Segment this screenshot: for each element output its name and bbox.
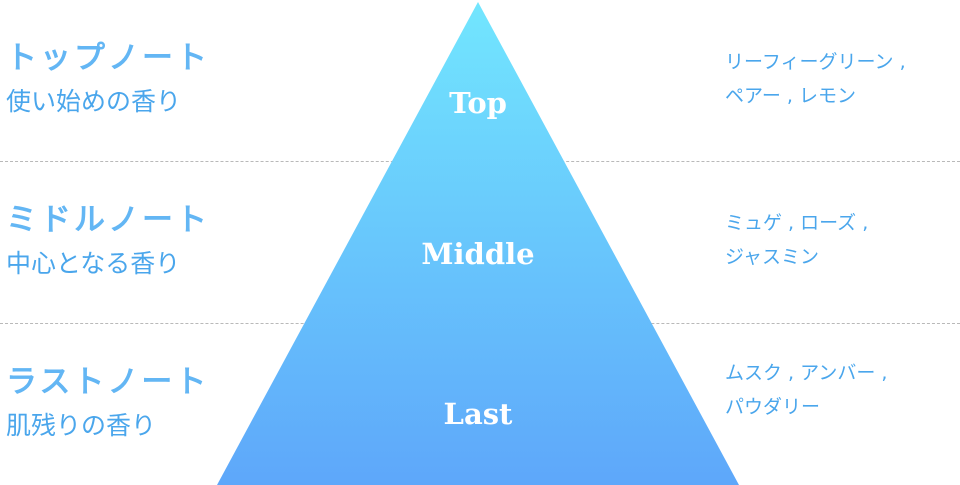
last-note-examples: ムスク , アンバー , パウダリー [725, 356, 957, 424]
pyramid-tier-middle: Middle [421, 237, 535, 271]
last-note-title: ラストノート [6, 364, 210, 400]
middle-note-subtitle: 中心となる香り [6, 249, 181, 278]
pyramid-tier-top: Top [449, 86, 507, 120]
last-note-label: ラストノート 肌残りの香り [6, 362, 209, 443]
top-note-label: トップノート 使い始めの香り [6, 38, 210, 119]
pyramid-tier-last: Last [443, 397, 513, 431]
top-note-examples: リーフィーグリーン , ペアー , レモン [725, 45, 957, 113]
last-note-example-line: ムスク , アンバー , [725, 362, 888, 384]
middle-note-example-line: ミュゲ , ローズ , [725, 212, 869, 234]
top-note-example-line: リーフィーグリーン , [725, 51, 906, 73]
middle-note-examples: ミュゲ , ローズ , ジャスミン [725, 206, 957, 274]
top-note-title: トップノート [6, 40, 210, 76]
middle-note-example-line: ジャスミン [725, 246, 820, 268]
last-note-example-line: パウダリー [725, 396, 821, 418]
top-note-subtitle: 使い始めの香り [6, 87, 182, 116]
top-note-example-line: ペアー , レモン [725, 85, 856, 107]
middle-note-label: ミドルノート 中心となる香り [6, 200, 210, 281]
middle-note-title: ミドルノート [6, 202, 210, 238]
pyramid-triangle [217, 2, 739, 485]
last-note-subtitle: 肌残りの香り [6, 411, 157, 440]
